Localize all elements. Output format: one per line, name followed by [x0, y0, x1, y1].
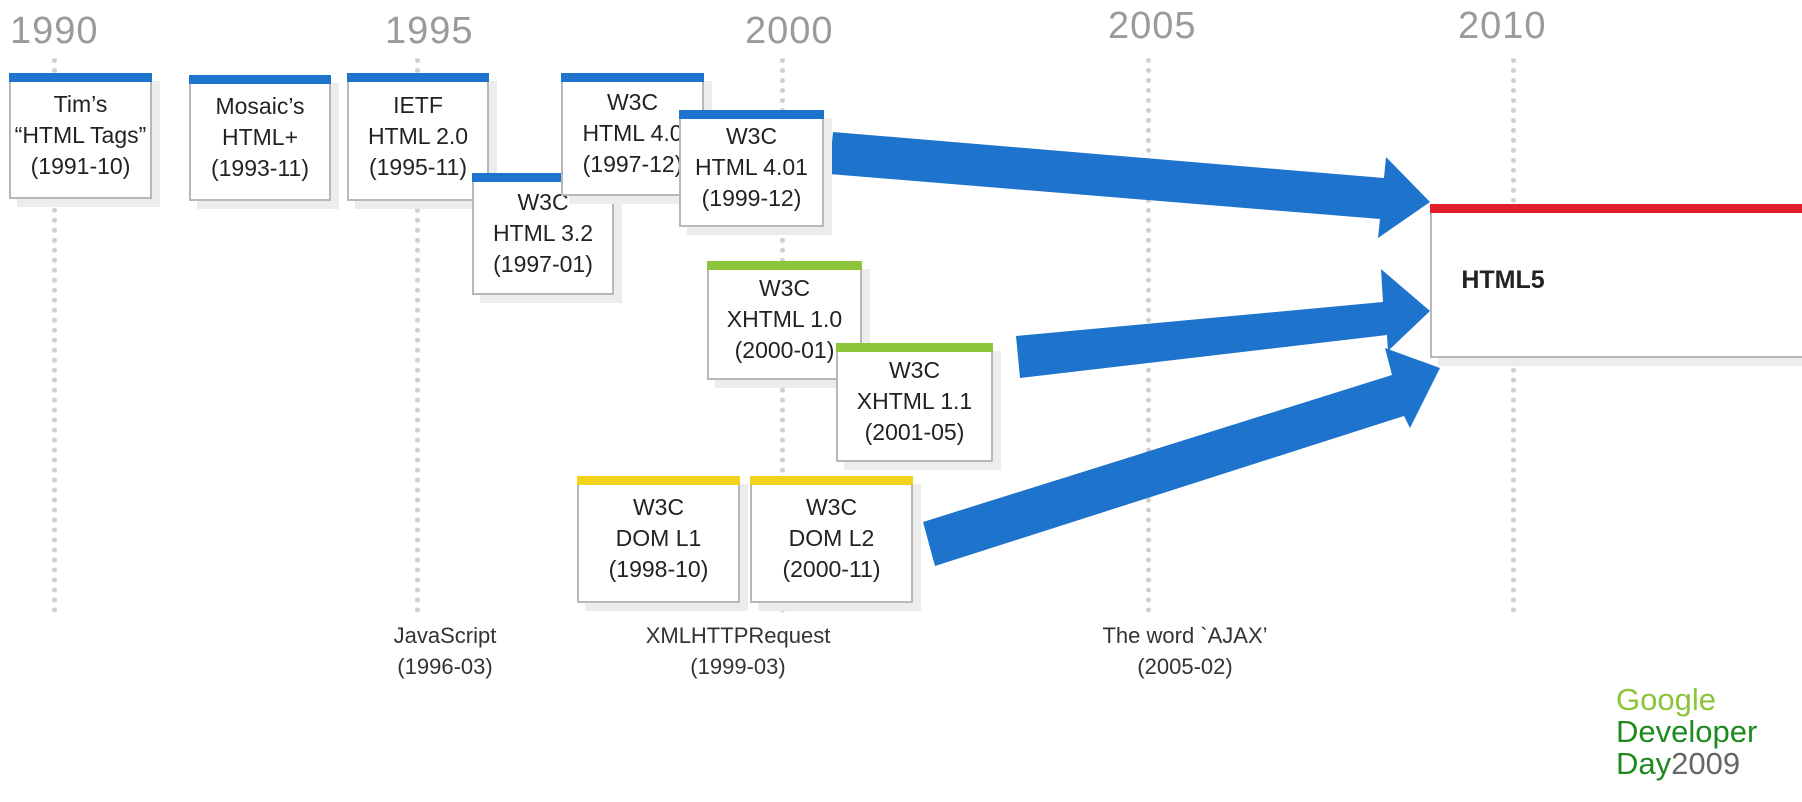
- year-label-2000: 2000: [745, 10, 834, 52]
- event-name: The word `AJAX’: [1102, 623, 1268, 648]
- html-track-bar: [9, 73, 152, 82]
- event-ajax: The word `AJAX’ (2005-02): [1070, 620, 1300, 682]
- spec-name: HTML 4.0: [582, 120, 683, 146]
- logo-day: Day2009: [1616, 748, 1757, 780]
- google-developer-day-logo: Google Developer Day2009: [1616, 684, 1757, 780]
- spec-name: DOM L2: [788, 525, 875, 551]
- arrow-html-to-html5: [829, 132, 1430, 238]
- spec-date: (1997-12): [582, 151, 683, 177]
- xhtml-track-bar: [707, 261, 862, 270]
- spec-org: W3C: [805, 494, 858, 520]
- spec-org: W3C: [758, 275, 811, 301]
- spec-org: Tim’s: [53, 90, 108, 117]
- spec-card-w3c-dom-l2: W3C DOM L2 (2000-11): [750, 476, 913, 603]
- spec-name: DOM L1: [615, 525, 702, 551]
- spec-date: (1998-10): [608, 556, 709, 582]
- event-date: (2005-02): [1137, 654, 1233, 679]
- xhtml-track-bar: [836, 343, 993, 352]
- spec-date: (1991-10): [30, 152, 131, 179]
- arrow-xhtml-to-html5: [1016, 269, 1430, 378]
- year-label-2005: 2005: [1108, 5, 1197, 47]
- logo-day-year: 2009: [1671, 746, 1741, 781]
- spec-org: W3C: [517, 188, 569, 215]
- spec-date: (1993-11): [210, 154, 310, 181]
- spec-date: (1999-12): [701, 185, 802, 211]
- timeline-line-1990: [52, 58, 57, 613]
- event-date: (1999-03): [690, 654, 786, 679]
- spec-date: (1995-11): [368, 153, 468, 180]
- spec-name: HTML 2.0: [367, 122, 469, 149]
- spec-name: HTML 3.2: [492, 219, 594, 246]
- year-label-1990: 1990: [10, 10, 99, 52]
- html-track-bar: [561, 73, 704, 82]
- html5-label: HTML5: [1461, 265, 1545, 294]
- spec-date: (2000-01): [734, 337, 835, 363]
- spec-card-mosaic-html-plus: Mosaic’s HTML+ (1993-11): [189, 75, 331, 201]
- html-track-bar: [189, 75, 331, 84]
- spec-card-w3c-xhtml-1-0: W3C XHTML 1.0 (2000-01): [707, 261, 862, 380]
- event-javascript: JavaScript (1996-03): [365, 620, 525, 682]
- html-track-bar: [347, 73, 489, 82]
- spec-date: (1997-01): [493, 250, 593, 277]
- spec-org: IETF: [393, 91, 443, 118]
- dom-track-bar: [750, 476, 913, 485]
- spec-card-w3c-html-4-01: W3C HTML 4.01 (1999-12): [679, 110, 824, 227]
- spec-card-w3c-dom-l1: W3C DOM L1 (1998-10): [577, 476, 740, 603]
- html-track-bar: [472, 173, 614, 182]
- logo-google: Google: [1616, 682, 1716, 717]
- event-date: (1996-03): [397, 654, 493, 679]
- spec-org: W3C: [725, 123, 778, 149]
- spec-name: HTML 4.01: [695, 154, 808, 180]
- year-label-2010: 2010: [1458, 5, 1547, 47]
- year-label-1995: 1995: [385, 10, 474, 52]
- html-track-bar: [679, 110, 824, 119]
- spec-name: “HTML Tags”: [14, 121, 147, 148]
- spec-card-w3c-xhtml-1-1: W3C XHTML 1.1 (2001-05): [836, 343, 993, 462]
- spec-date: (2000-11): [782, 556, 881, 582]
- timeline-line-1995: [415, 58, 420, 613]
- spec-name: XHTML 1.1: [856, 388, 973, 414]
- logo-developer: Developer: [1616, 714, 1758, 749]
- html5-track-bar: [1430, 204, 1802, 213]
- spec-name: XHTML 1.0: [726, 306, 843, 332]
- spec-org: Mosaic’s: [215, 92, 305, 119]
- event-name: XMLHTTPRequest: [645, 623, 831, 648]
- logo-day-word: Day: [1616, 746, 1672, 781]
- event-xmlhttprequest: XMLHTTPRequest (1999-03): [618, 620, 858, 682]
- spec-org: W3C: [632, 494, 685, 520]
- spec-card-ietf-html-2: IETF HTML 2.0 (1995-11): [347, 73, 489, 201]
- event-name: JavaScript: [393, 623, 497, 648]
- spec-card-tims-html-tags: Tim’s “HTML Tags” (1991-10): [9, 73, 152, 199]
- spec-name: HTML+: [221, 123, 299, 150]
- spec-date: (2001-05): [864, 419, 965, 445]
- spec-card-html5: HTML5: [1430, 204, 1802, 358]
- spec-org: W3C: [888, 357, 941, 383]
- dom-track-bar: [577, 476, 740, 485]
- spec-org: W3C: [606, 89, 659, 115]
- arrow-dom-to-html5: [923, 348, 1440, 566]
